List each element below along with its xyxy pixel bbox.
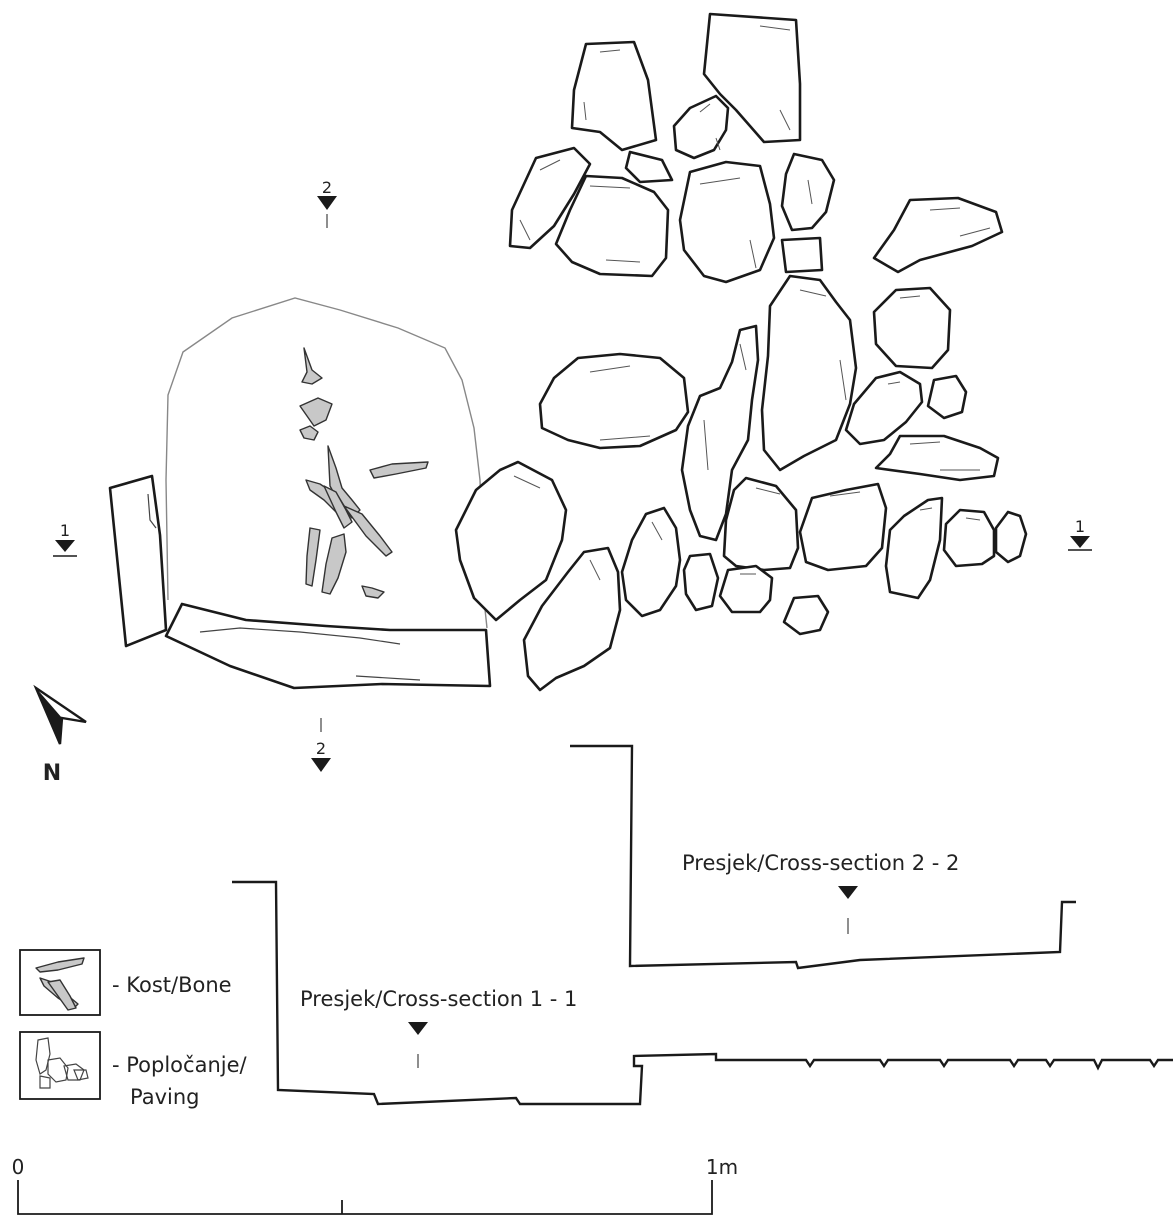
cross-section-2-2-profile xyxy=(570,744,1076,970)
section-marker-1-right xyxy=(1068,536,1092,551)
section-mark-1-left-label: 1 xyxy=(60,521,70,540)
section-mark-2-top-label: 2 xyxy=(322,178,332,197)
legend-bone-box xyxy=(19,949,101,1016)
legend-paving-label-line1: - Popločanje/ xyxy=(112,1053,248,1077)
cross-section-2-2-marker xyxy=(838,886,858,934)
paving-stones xyxy=(108,12,1028,692)
legend-paving-box xyxy=(19,1031,101,1100)
legend-paving-label-line2: Paving xyxy=(130,1085,200,1109)
north-letter: N xyxy=(43,761,61,786)
section-marker-2-bottom xyxy=(311,718,331,772)
scale-start-label: 0 xyxy=(12,1155,25,1179)
scale-end-label: 1m xyxy=(706,1155,738,1179)
bone-fragments xyxy=(299,347,429,599)
north-arrow-icon xyxy=(33,684,87,745)
section-mark-2-bottom-label: 2 xyxy=(316,739,326,758)
section-mark-1-right-label: 1 xyxy=(1075,517,1085,536)
cross-section-1-1-marker xyxy=(408,1022,428,1068)
legend-bone-label: - Kost/Bone xyxy=(112,973,232,997)
section-marker-1-left xyxy=(53,540,77,557)
section-marker-2-top xyxy=(317,196,337,228)
scale-bar xyxy=(17,1180,713,1215)
cross-section-1-1-profile xyxy=(232,880,1173,1106)
cross-section-2-2-label: Presjek/Cross-section 2 - 2 xyxy=(682,851,959,875)
cross-section-1-1-label: Presjek/Cross-section 1 - 1 xyxy=(300,987,577,1011)
